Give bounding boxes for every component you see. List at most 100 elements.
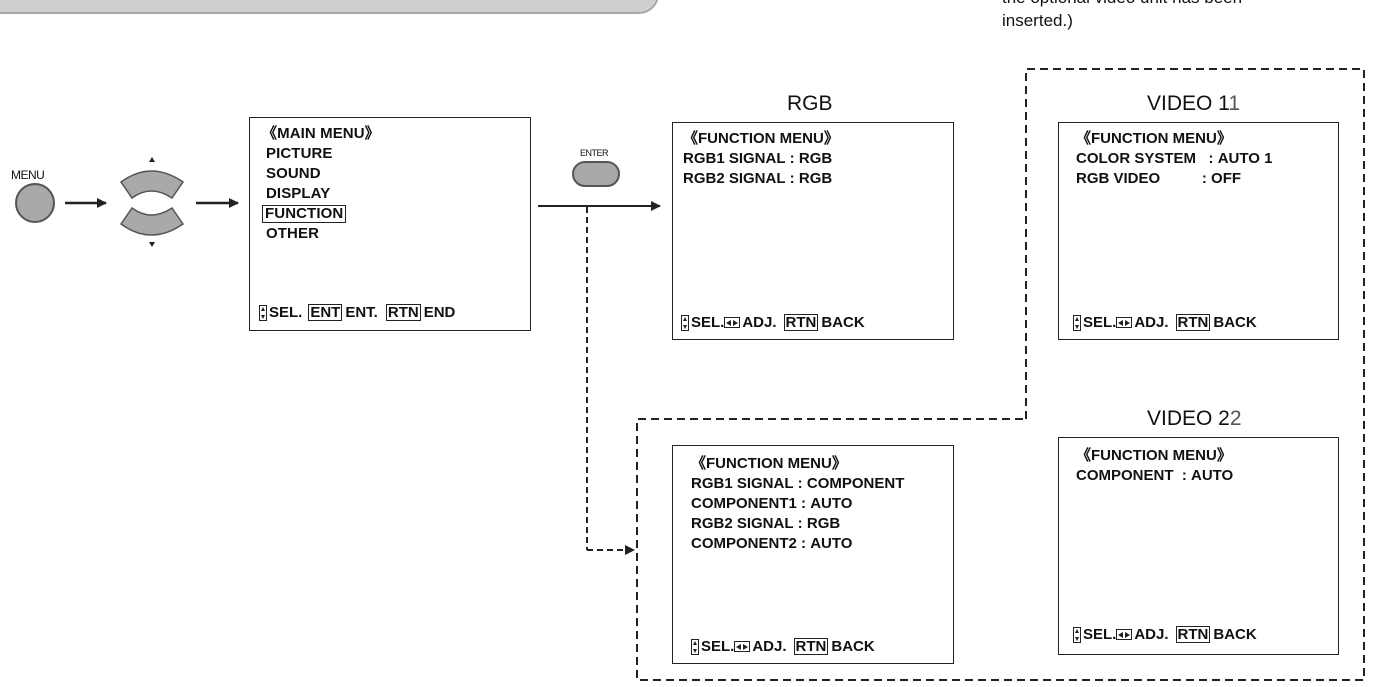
component-row-1[interactable]: RGB1 SIGNAL : COMPONENT: [691, 474, 953, 494]
up-down-key-icon: [1073, 626, 1081, 643]
component-row-3-sep: :: [793, 515, 807, 532]
note-line-1: the optional video unit has been: [1002, 0, 1362, 9]
component-row-4-key: COMPONENT2: [691, 535, 797, 552]
rgb-screen-title: RGB: [787, 92, 833, 115]
video1-row-1[interactable]: COLOR SYSTEM : AUTO 1: [1076, 149, 1338, 169]
video1-title-suffix: 1: [1228, 92, 1240, 115]
video1-screen-title: VIDEO 11: [1147, 92, 1240, 116]
video2-title-text: VIDEO 2: [1147, 407, 1230, 430]
video1-row-2-value: OFF: [1211, 170, 1242, 187]
left-right-key-icon: [1116, 317, 1133, 328]
note-text: the optional video unit has been inserte…: [1002, 0, 1362, 32]
rtn-key-icon: RTN: [783, 314, 819, 331]
video1-screen: 《FUNCTION MENU》 COLOR SYSTEM : AUTO 1 RG…: [1058, 122, 1339, 340]
video2-row-1-sep: :: [1173, 467, 1191, 484]
rtn-key-icon: RTN: [1175, 626, 1211, 643]
video1-screen-footer: SEL. ADJ. RTN BACK: [1073, 314, 1257, 331]
rgb-row-1-value: RGB: [798, 150, 833, 167]
rgb-row-2-sep: :: [785, 170, 799, 187]
component-row-1-sep: :: [793, 475, 807, 492]
video1-screen-header: 《FUNCTION MENU》: [1076, 130, 1232, 147]
rgb-screen: 《FUNCTION MENU》 RGB1 SIGNAL : RGB RGB2 S…: [672, 122, 954, 340]
footer-sel: SEL.: [1083, 626, 1117, 643]
rgb-row-1[interactable]: RGB1 SIGNAL : RGB: [683, 149, 953, 169]
rtn-key-icon: RTN: [793, 638, 829, 655]
rtn-key-icon: RTN: [1175, 314, 1211, 331]
component-row-3[interactable]: RGB2 SIGNAL : RGB: [691, 514, 953, 534]
component-row-1-key: RGB1 SIGNAL: [691, 475, 794, 492]
component-row-2-sep: :: [796, 495, 811, 512]
component-row-2[interactable]: COMPONENT1 : AUTO: [691, 494, 953, 514]
menu-item-picture[interactable]: PICTURE: [266, 145, 333, 162]
footer-ent: ENT.: [345, 304, 378, 321]
video2-screen-header: 《FUNCTION MENU》: [1076, 447, 1232, 464]
left-right-key-icon: [1116, 629, 1133, 640]
video1-row-2-key: RGB VIDEO: [1076, 170, 1161, 187]
rgb-screen-footer: SEL. ADJ. RTN BACK: [681, 314, 865, 331]
component-row-2-key: COMPONENT1: [691, 495, 797, 512]
component-row-4[interactable]: COMPONENT2 : AUTO: [691, 534, 953, 554]
video1-row-2[interactable]: RGB VIDEO : OFF: [1076, 169, 1338, 189]
component-screen-footer: SEL. ADJ. RTN BACK: [691, 638, 875, 655]
rgb-row-1-key: RGB1 SIGNAL: [683, 150, 786, 167]
footer-back: BACK: [1213, 314, 1257, 331]
rgb-row-2-key: RGB2 SIGNAL: [683, 170, 786, 187]
rgb-row-2-value: RGB: [798, 170, 833, 187]
rgb-screen-header: 《FUNCTION MENU》: [683, 130, 839, 147]
up-down-key-icon: [259, 304, 267, 321]
left-right-key-icon: [724, 317, 741, 328]
menu-item-sound[interactable]: SOUND: [266, 165, 321, 182]
footer-sel: SEL.: [1083, 314, 1117, 331]
video2-screen-footer: SEL. ADJ. RTN BACK: [1073, 626, 1257, 643]
note-line-2: inserted.): [1002, 11, 1073, 30]
ent-key-icon: ENT: [308, 304, 343, 321]
main-menu-footer: SEL. ENT ENT. RTN END: [259, 304, 455, 321]
footer-back: BACK: [831, 638, 875, 655]
menu-item-other[interactable]: OTHER: [266, 225, 319, 242]
footer-sel: SEL.: [701, 638, 735, 655]
video2-row-1-value: AUTO: [1191, 467, 1234, 484]
up-key[interactable]: [119, 170, 185, 200]
component-row-3-value: RGB: [806, 515, 841, 532]
footer-adj: ADJ.: [1134, 314, 1169, 331]
menu-item-function[interactable]: FUNCTION: [262, 205, 347, 223]
menu-item-display[interactable]: DISPLAY: [266, 185, 331, 202]
menu-button[interactable]: [15, 183, 55, 223]
footer-adj: ADJ.: [752, 638, 787, 655]
component-row-4-value: AUTO: [810, 535, 853, 552]
video2-row-1-key: COMPONENT: [1076, 467, 1174, 484]
enter-button[interactable]: [572, 161, 620, 187]
video2-row-1[interactable]: COMPONENT : AUTO: [1076, 466, 1338, 486]
footer-back: BACK: [1213, 626, 1257, 643]
video2-screen-title: VIDEO 22: [1147, 407, 1242, 431]
up-down-key-icon: [1073, 314, 1081, 331]
component-row-3-key: RGB2 SIGNAL: [691, 515, 794, 532]
video1-row-1-sep: :: [1196, 150, 1218, 167]
video2-screen: 《FUNCTION MENU》 COMPONENT : AUTO SEL. AD…: [1058, 437, 1339, 655]
video1-row-2-sep: :: [1160, 170, 1212, 187]
video2-title-suffix: 2: [1229, 407, 1242, 430]
video1-row-1-key: COLOR SYSTEM: [1076, 150, 1197, 167]
rgb-row-2[interactable]: RGB2 SIGNAL : RGB: [683, 169, 953, 189]
down-key[interactable]: [119, 206, 185, 236]
rgb-row-1-sep: :: [785, 150, 799, 167]
component-row-2-value: AUTO: [810, 495, 853, 512]
menu-button-label: MENU: [11, 168, 45, 182]
enter-button-label: ENTER: [580, 148, 609, 158]
up-down-key-icon: [691, 638, 699, 655]
down-triangle-icon: [149, 242, 155, 247]
up-down-keys[interactable]: [119, 157, 185, 247]
footer-sel: SEL.: [269, 304, 303, 321]
left-right-key-icon: [734, 641, 751, 652]
component-screen-header: 《FUNCTION MENU》: [691, 455, 847, 472]
footer-back: BACK: [821, 314, 865, 331]
component-row-4-sep: :: [796, 535, 811, 552]
up-down-key-icon: [681, 314, 689, 331]
main-menu-header: 《MAIN MENU》: [262, 125, 380, 142]
main-menu-screen: 《MAIN MENU》 PICTURE SOUND DISPLAY FUNCTI…: [249, 117, 531, 331]
video1-row-1-value: AUTO 1: [1217, 150, 1273, 167]
video1-title-text: VIDEO 1: [1147, 92, 1229, 115]
footer-sel: SEL.: [691, 314, 725, 331]
up-triangle-icon: [149, 157, 155, 162]
